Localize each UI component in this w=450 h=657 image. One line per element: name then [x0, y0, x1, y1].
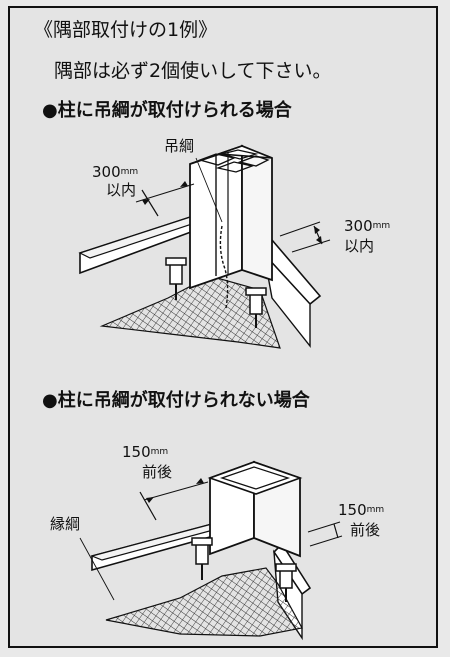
- dimension-right-bottom: 150mm: [338, 502, 384, 519]
- dimension-right-bottom-value: 150: [338, 501, 367, 519]
- right-beam-face: [262, 251, 311, 349]
- case-not-attached-heading: ●柱に吊綱が取付けられない場合: [42, 390, 310, 411]
- dimension-left-bottom-unit: mm: [150, 447, 169, 457]
- dimension-right-top-value: 300: [344, 217, 373, 235]
- suspension-rope: [219, 225, 229, 309]
- dimension-left-top-unit: mm: [120, 167, 139, 177]
- dimension-right-top: 300mm: [344, 218, 390, 235]
- safety-net-bottom: [105, 567, 303, 637]
- clamp-left: [165, 257, 187, 300]
- dimension-left-top: 300mm: [92, 164, 138, 181]
- column-top-cells: [197, 149, 270, 173]
- dimension-right-bottom-unit: mm: [366, 505, 385, 515]
- bottom-diagram: [79, 460, 343, 641]
- dimension-left-top-value: 300: [92, 163, 121, 181]
- edge-rope-label: 縁綱: [50, 515, 81, 533]
- dimension-right-top-qualifier: 以内: [344, 237, 375, 255]
- figure-title: 《隅部取付けの1例》: [34, 19, 218, 41]
- dimension-left-bottom-qualifier: 前後: [142, 463, 173, 481]
- column-b-hollow: [219, 466, 291, 490]
- clamp-b-right: [275, 563, 297, 602]
- rope-label: 吊綱: [164, 137, 195, 155]
- dimension-left-top-qualifier: 以内: [106, 181, 137, 199]
- dimension-right-top-unit: mm: [372, 221, 391, 231]
- figure-frame: 《隅部取付けの1例》 隅部は必ず2個使いして下さい。 ●柱に吊綱が取付けられる場…: [8, 6, 438, 648]
- case-attached-heading: ●柱に吊綱が取付けられる場合: [42, 100, 292, 121]
- clamp-b-left: [191, 537, 213, 580]
- instruction-text: 隅部は必ず2個使いして下さい。: [54, 60, 332, 82]
- corner-mounting-diagram: [78, 144, 343, 641]
- column-top: [189, 145, 273, 165]
- clamp-right: [245, 287, 267, 328]
- dimension-left-bottom-value: 150: [122, 443, 151, 461]
- dimension-left-bottom: 150mm: [122, 444, 168, 461]
- top-diagram: [78, 144, 331, 349]
- dimension-right-bottom-qualifier: 前後: [350, 521, 381, 539]
